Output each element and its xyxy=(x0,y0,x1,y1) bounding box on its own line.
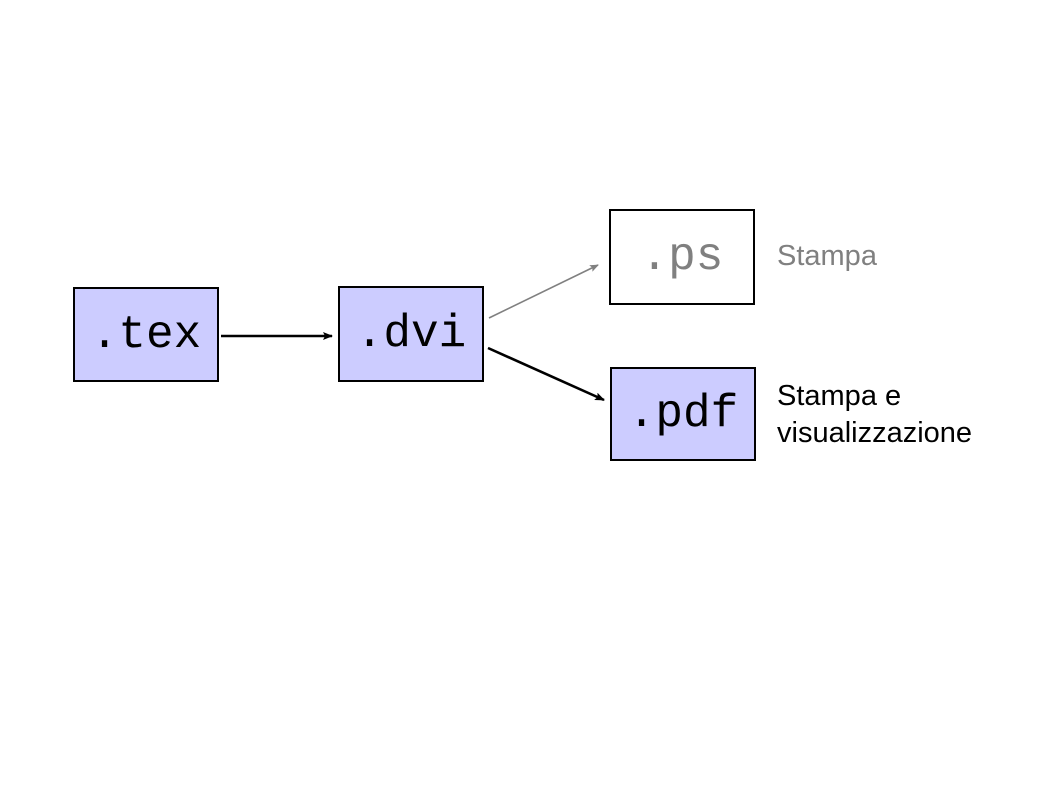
edge-dvi-to-ps xyxy=(488,264,599,319)
node-ps-label: .ps xyxy=(640,231,724,283)
node-dvi-label: .dvi xyxy=(355,308,467,360)
node-tex-label: .tex xyxy=(90,308,202,361)
node-tex[interactable]: .tex xyxy=(73,287,219,382)
node-pdf-label: .pdf xyxy=(627,388,739,440)
edge-dvi-to-pdf xyxy=(487,346,605,402)
node-dvi[interactable]: .dvi xyxy=(338,286,484,382)
node-pdf[interactable]: .pdf xyxy=(610,367,756,461)
annotation-stampa-visualizzazione: Stampa e visualizzazione xyxy=(777,380,973,449)
node-ps[interactable]: .ps xyxy=(609,209,755,305)
annotation-stampa: Stampa xyxy=(777,240,877,272)
